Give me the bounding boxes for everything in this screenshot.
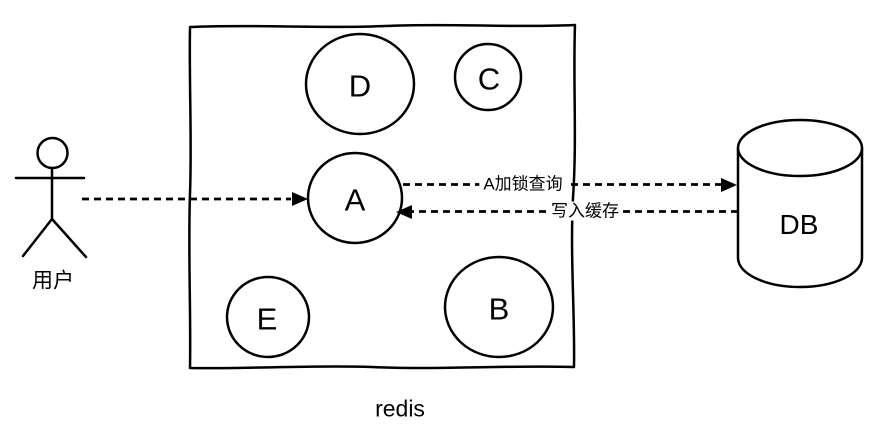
database-cylinder-icon (736, 118, 864, 289)
node-circle-a (306, 151, 404, 245)
arrow-label-lock-query: A加锁查询 (479, 174, 567, 194)
node-circle-c (453, 42, 523, 112)
node-circle-b (443, 255, 555, 359)
arrow-user-to-a (82, 192, 308, 206)
node-label-e: E (256, 301, 278, 337)
node-circle-e (225, 275, 311, 359)
redis-box-label: redis (375, 395, 425, 422)
node-label-c: C (477, 61, 501, 97)
node-circle-d (304, 32, 416, 136)
arrow-label-write-cache: 写入缓存 (547, 201, 623, 221)
database-label: DB (779, 209, 819, 240)
node-label-a: A (344, 182, 366, 218)
node-label-b: B (488, 291, 510, 327)
node-label-d: D (348, 68, 372, 104)
user-actor-label: 用户 (32, 269, 74, 293)
user-stick-figure-icon (14, 136, 88, 259)
